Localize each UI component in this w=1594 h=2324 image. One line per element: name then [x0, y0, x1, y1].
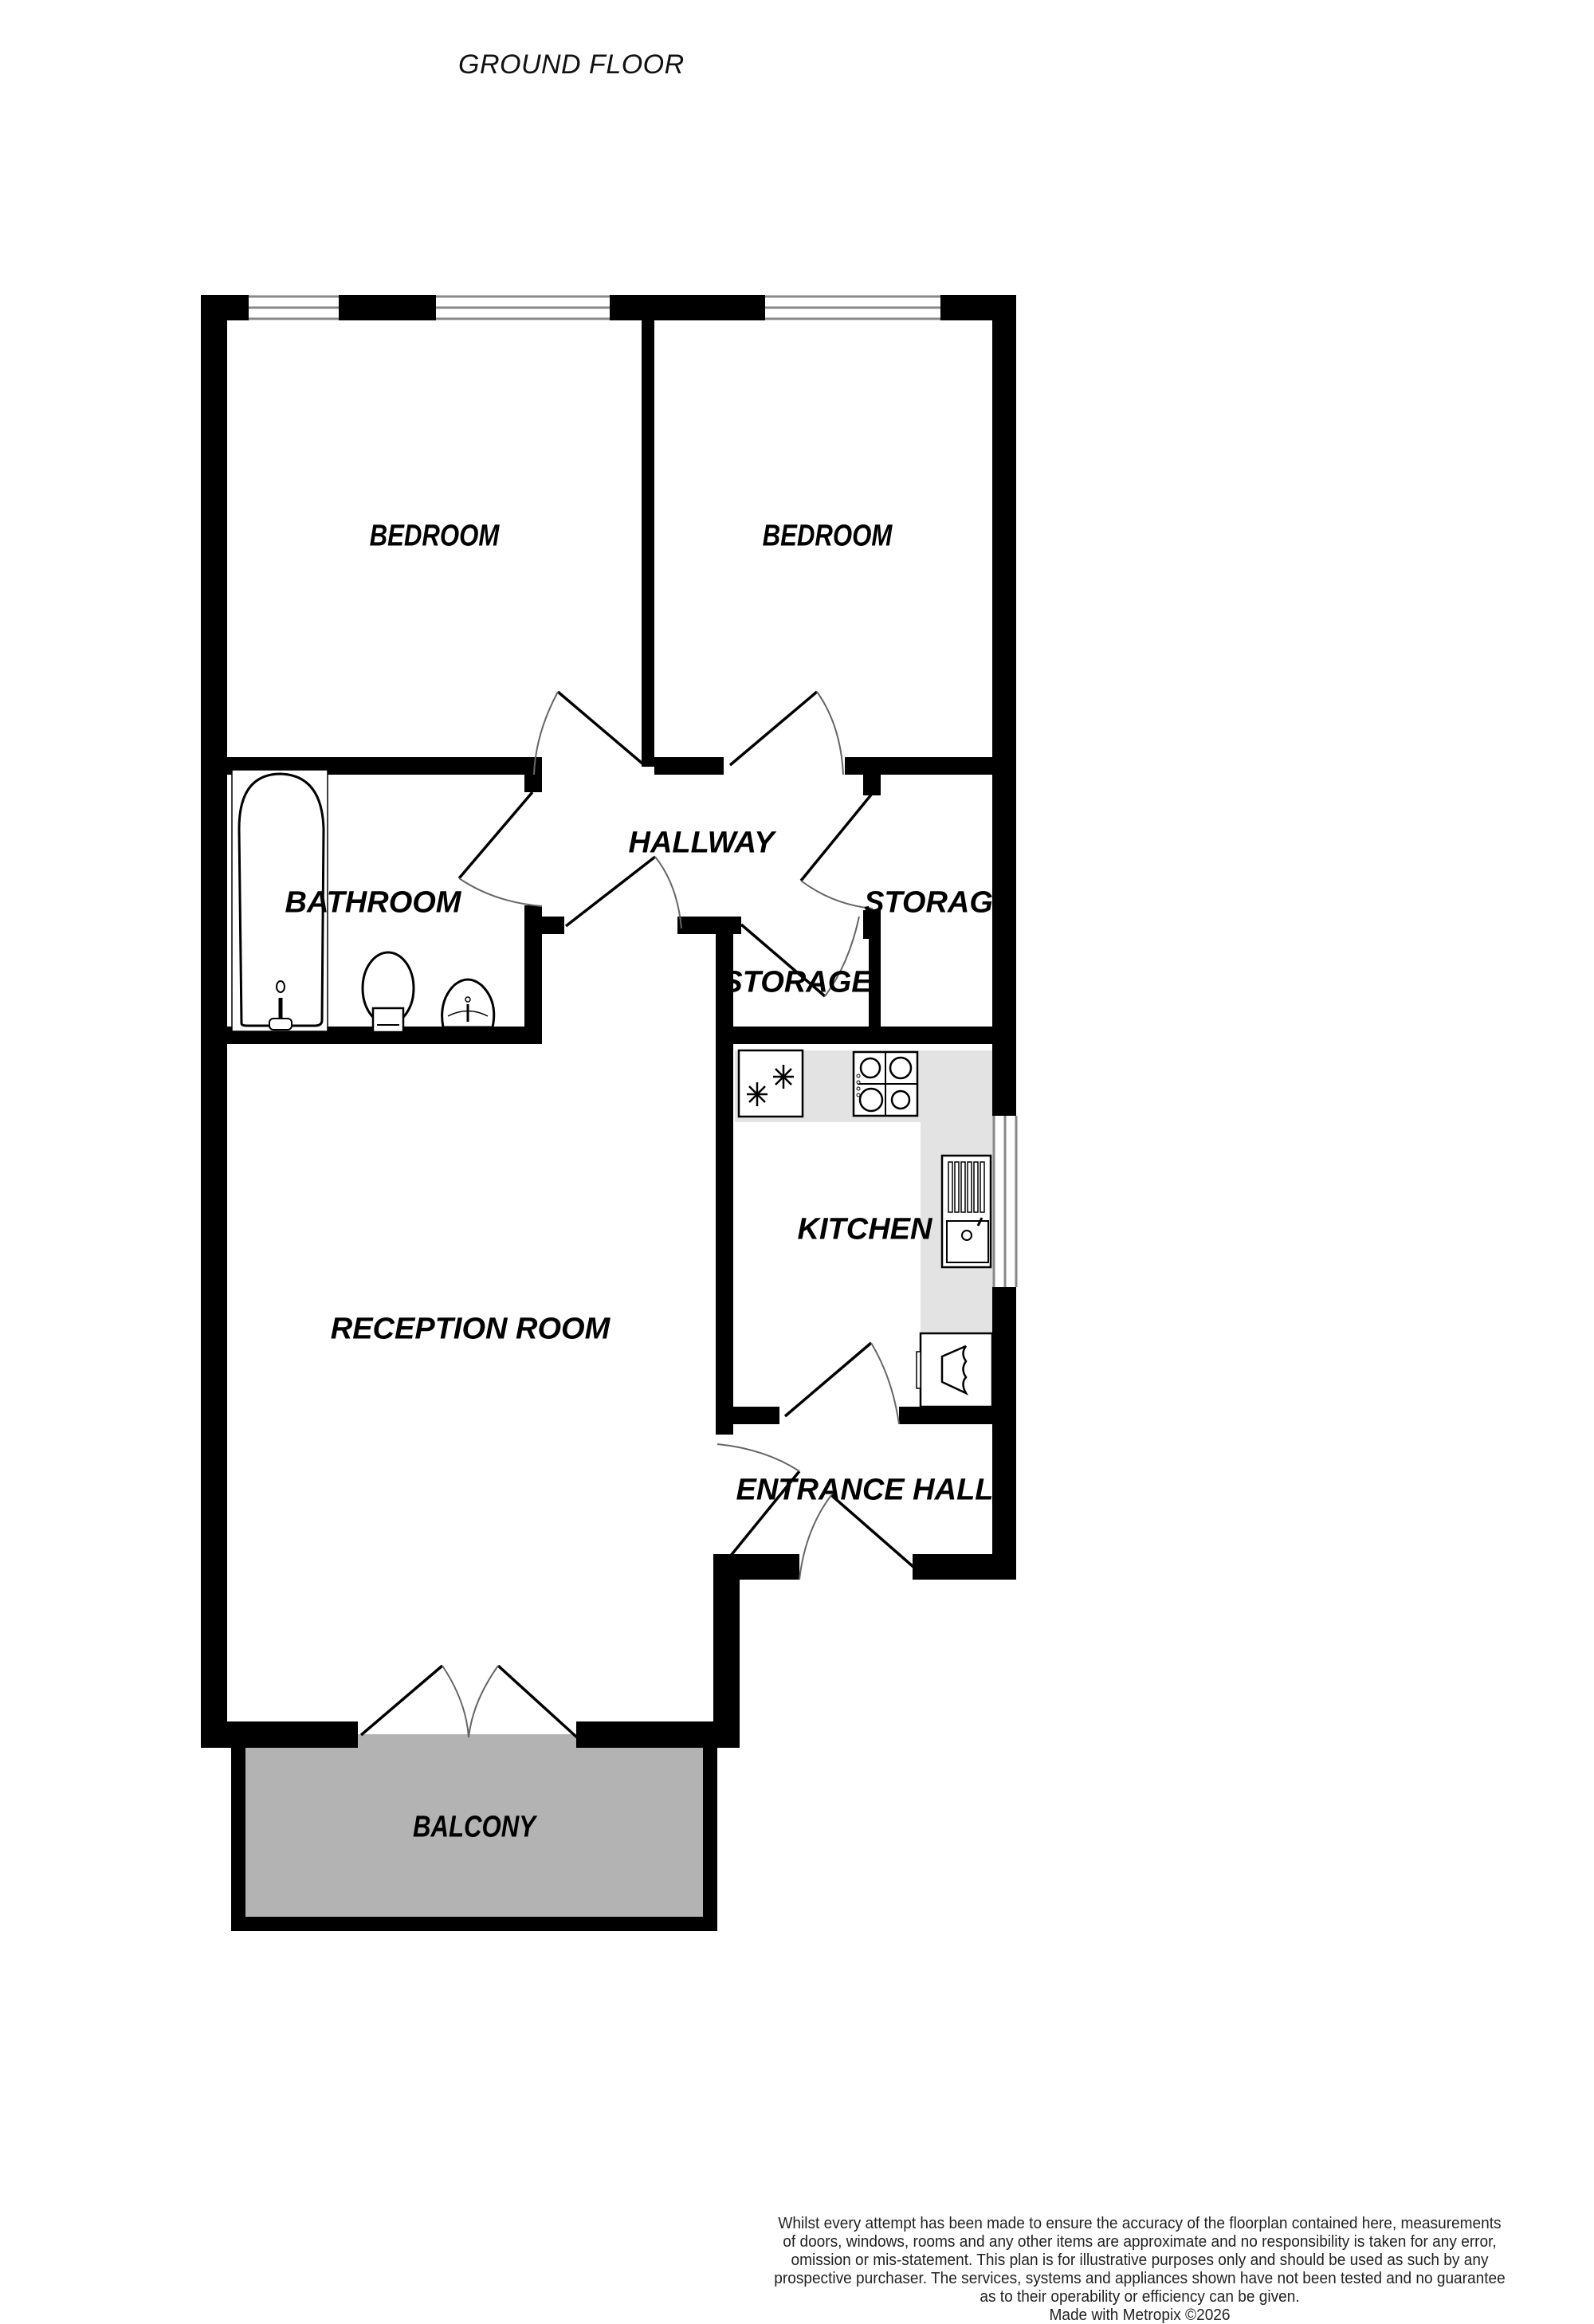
room-label-kitchen: KITCHEN	[797, 1212, 932, 1246]
door-reception	[564, 855, 682, 929]
door-storage-small	[740, 916, 860, 998]
door-front	[799, 1494, 915, 1580]
door-balcony	[359, 1664, 579, 1739]
toilet-icon	[361, 951, 415, 1034]
windows	[249, 295, 1018, 1287]
room-label-storage-right: STORAG	[864, 885, 993, 920]
window-bedroom1-left	[249, 295, 339, 320]
door-bedroom-2	[728, 690, 844, 775]
room-label-reception-room: RECEPTION ROOM	[330, 1312, 611, 1346]
hob-icon	[852, 1050, 919, 1117]
door-storage-right	[799, 792, 874, 909]
door-entrance-reception	[717, 1443, 801, 1558]
bath-icon	[231, 769, 328, 1032]
sink-icon	[940, 1154, 992, 1269]
room-label-balcony: BALCONY	[412, 1810, 536, 1844]
metropix-credit: Made with Metropix ©2026	[1049, 2306, 1231, 2324]
doors	[359, 690, 915, 1739]
room-label-entrance-hall: ENTRANCE HALL	[736, 1473, 994, 1507]
window-bedroom1-right	[436, 295, 610, 320]
washing-machine-icon	[916, 1332, 994, 1408]
floor-title: GROUND FLOOR	[458, 49, 685, 80]
room-label-hallway: HALLWAY	[628, 826, 775, 860]
window-kitchen	[992, 1116, 1018, 1287]
window-bedroom2	[765, 295, 940, 320]
door-kitchen	[783, 1341, 900, 1425]
disclaimer: Whilst every attempt has been made to en…	[773, 2214, 1507, 2324]
room-label-bedroom-1: BEDROOM	[369, 519, 500, 553]
snowflake-icon	[747, 1065, 794, 1106]
balcony-area	[231, 1734, 717, 1931]
door-bedroom-1	[533, 690, 644, 775]
room-label-bathroom: BATHROOM	[285, 885, 461, 920]
door-bathroom	[457, 791, 543, 907]
room-label-storage-small: STORAGE	[722, 965, 872, 999]
fridge-freezer-icon	[737, 1049, 804, 1118]
disclaimer-text: Whilst every attempt has been made to en…	[774, 2214, 1506, 2306]
basin-icon	[441, 978, 496, 1029]
room-label-bedroom-2: BEDROOM	[762, 519, 893, 553]
